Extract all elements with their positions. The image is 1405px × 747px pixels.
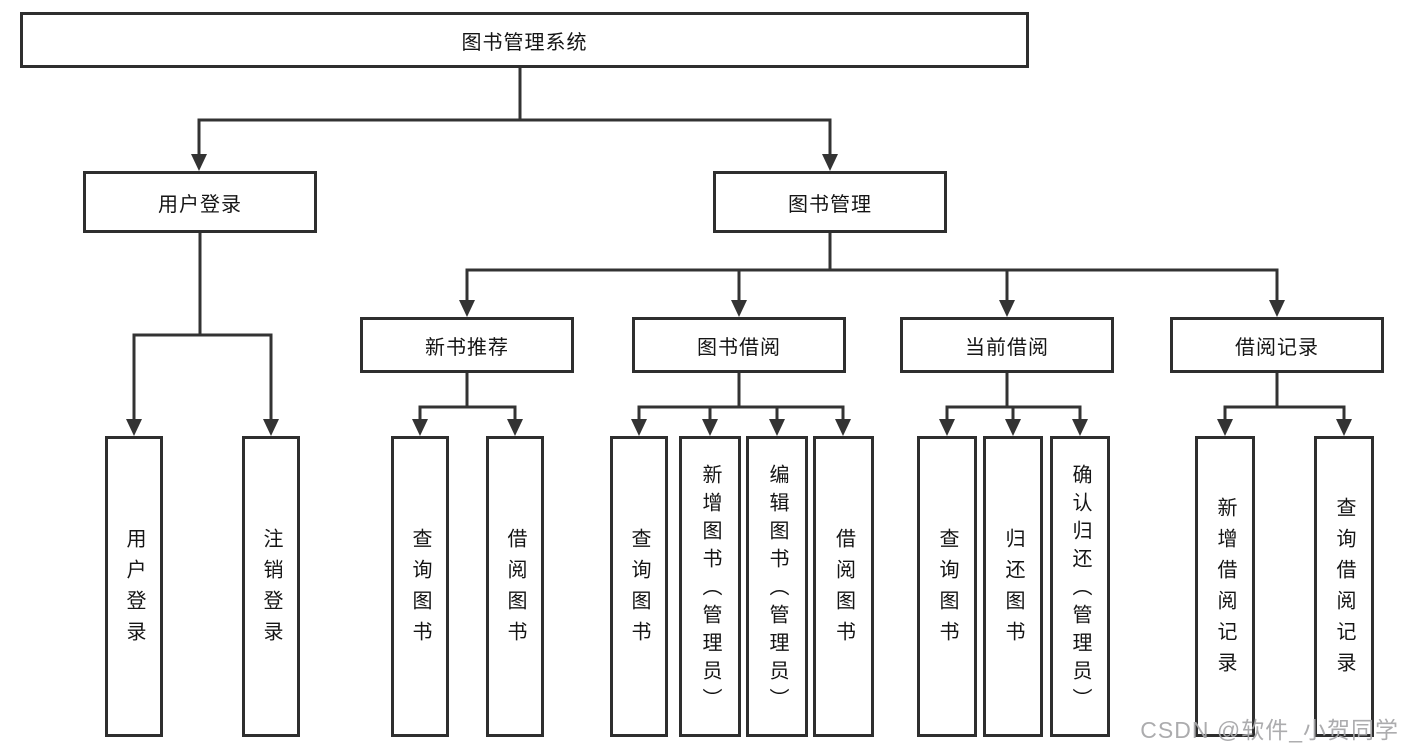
leaf-edit-book-admin: 编辑图书（管理员） xyxy=(746,436,808,737)
node-book-borrow: 图书借阅 xyxy=(632,317,846,373)
connector-current-borrow-group xyxy=(939,373,1088,436)
node-borrow-records: 借阅记录 xyxy=(1170,317,1384,373)
connector-book-management-group xyxy=(459,233,1285,317)
leaf-search-book-recommend: 查询图书 xyxy=(391,436,449,737)
leaf-borrow-book: 借阅图书 xyxy=(813,436,874,737)
leaf-search-book-borrow: 查询图书 xyxy=(610,436,668,737)
leaf-user-login: 用户登录 xyxy=(105,436,163,737)
leaf-search-book-current: 查询图书 xyxy=(917,436,977,737)
leaf-confirm-return-admin: 确认归还（管理员） xyxy=(1050,436,1110,737)
leaf-borrow-book-recommend: 借阅图书 xyxy=(486,436,544,737)
connector-borrow-records-group xyxy=(1217,373,1352,436)
connector-root-to-level2 xyxy=(191,68,838,171)
node-current-borrow: 当前借阅 xyxy=(900,317,1114,373)
connector-book-borrow-group xyxy=(631,373,851,436)
leaf-add-borrow-record: 新增借阅记录 xyxy=(1195,436,1255,737)
csdn-watermark: CSDN @软件_小贺同学 xyxy=(1140,717,1399,743)
leaf-return-book: 归还图书 xyxy=(983,436,1043,737)
connector-user-login-group xyxy=(126,233,279,436)
node-user-login: 用户登录 xyxy=(83,171,317,233)
leaf-add-book-admin: 新增图书（管理员） xyxy=(679,436,741,737)
node-new-book-recommend: 新书推荐 xyxy=(360,317,574,373)
node-library-system: 图书管理系统 xyxy=(20,12,1029,68)
leaf-search-borrow-record: 查询借阅记录 xyxy=(1314,436,1374,737)
connector-new-book-group xyxy=(412,373,523,436)
node-book-management: 图书管理 xyxy=(713,171,947,233)
leaf-logout-login: 注销登录 xyxy=(242,436,300,737)
